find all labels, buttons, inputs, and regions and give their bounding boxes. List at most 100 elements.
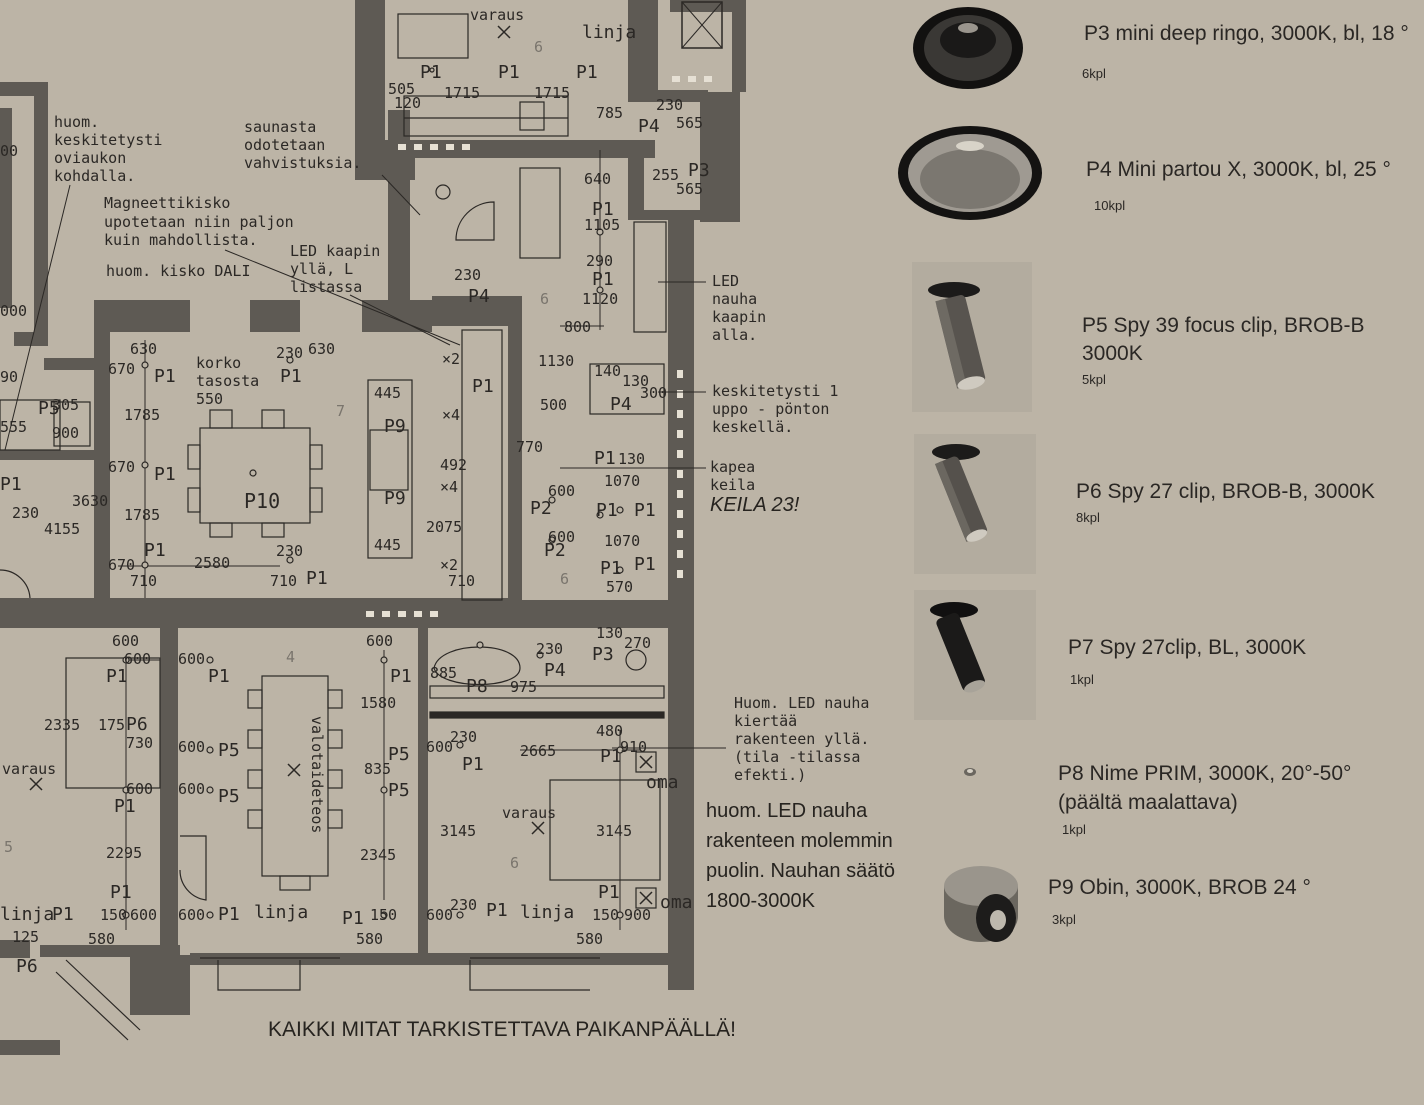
svg-text:125: 125 — [12, 928, 39, 946]
legend-item-p6: P6 Spy 27 clip, BROB-B, 3000K 8kpl — [900, 434, 1424, 574]
svg-text:670: 670 — [108, 556, 135, 574]
note-korko-2: 550 — [196, 390, 223, 408]
svg-text:×4: ×4 — [440, 478, 458, 496]
note-uppo-2: keskellä. — [712, 418, 793, 436]
svg-text:P1: P1 — [154, 366, 176, 387]
svg-text:P8: P8 — [466, 676, 488, 697]
svg-text:3145: 3145 — [596, 822, 632, 840]
footer-note: KAIKKI MITAT TARKISTETTAVA PAIKANPÄÄLLÄ! — [268, 1018, 736, 1041]
svg-text:00: 00 — [0, 142, 18, 160]
svg-text:600: 600 — [178, 738, 205, 756]
svg-text:6: 6 — [540, 290, 549, 308]
svg-text:P1: P1 — [498, 62, 520, 83]
svg-text:670: 670 — [108, 360, 135, 378]
note-keskitetysti-0: huom. — [54, 113, 99, 131]
legend-name-p5-line1: P5 Spy 39 focus clip, BROB-B — [1082, 314, 1365, 337]
svg-text:P2: P2 — [530, 498, 552, 519]
svg-text:565: 565 — [676, 180, 703, 198]
svg-text:130: 130 — [618, 450, 645, 468]
legend-qty-p9: 3kpl — [1052, 912, 1076, 927]
svg-text:P1: P1 — [52, 904, 74, 925]
note-keskitetysti-1: keskitetysti — [54, 131, 162, 149]
legend-item-p5: P5 Spy 39 focus clip, BROB-B 3000K 5kpl — [900, 262, 1424, 422]
svg-text:230: 230 — [276, 344, 303, 362]
note-saunasta-0: saunasta — [244, 118, 316, 136]
spot-cylinder-icon — [912, 262, 1032, 412]
legend-item-p9: P9 Obin, 3000K, BROB 24 ° 3kpl — [900, 856, 1424, 956]
note-uppo-0: keskitetysti 1 — [712, 382, 838, 400]
legend-qty-p6: 8kpl — [1076, 510, 1100, 525]
svg-text:P9: P9 — [384, 416, 406, 437]
svg-text:640: 640 — [584, 170, 611, 188]
note-kapea-0: kapea — [710, 458, 755, 476]
keila-note: KEILA 23! — [710, 494, 800, 516]
svg-text:P1: P1 — [342, 908, 364, 929]
svg-text:P1: P1 — [592, 269, 614, 290]
svg-text:492: 492 — [440, 456, 467, 474]
svg-text:1070: 1070 — [604, 532, 640, 550]
svg-text:P1: P1 — [598, 882, 620, 903]
svg-text:570: 570 — [606, 578, 633, 596]
note-linja-bed: linja — [520, 902, 574, 923]
note-led-nauha-1: nauha — [712, 290, 757, 308]
svg-text:P1: P1 — [306, 568, 328, 589]
svg-text:480: 480 — [596, 722, 623, 740]
svg-text:P5: P5 — [388, 780, 410, 801]
svg-text:3145: 3145 — [440, 822, 476, 840]
svg-text:P1: P1 — [114, 796, 136, 817]
window-marks — [366, 76, 712, 617]
svg-text:600: 600 — [426, 906, 453, 924]
svg-text:P3: P3 — [592, 644, 614, 665]
svg-text:500: 500 — [540, 396, 567, 414]
note-kiertaa-3: (tila -tilassa — [734, 748, 860, 766]
svg-text:1120: 1120 — [582, 290, 618, 308]
svg-text:4: 4 — [286, 648, 295, 666]
svg-text:255: 255 — [652, 166, 679, 184]
svg-text:P1: P1 — [420, 62, 442, 83]
svg-text:140: 140 — [594, 362, 621, 380]
svg-text:P1: P1 — [280, 366, 302, 387]
legend-name-p6: P6 Spy 27 clip, BROB-B, 3000K — [1076, 480, 1375, 503]
svg-text:445: 445 — [374, 384, 401, 402]
svg-text:900: 900 — [624, 906, 651, 924]
svg-text:P1: P1 — [596, 500, 618, 521]
svg-text:5: 5 — [4, 838, 13, 856]
note-korko-0: korko — [196, 354, 241, 372]
legend-item-p4: P4 Mini partou X, 3000K, bl, 25 ° 10kpl — [898, 120, 1424, 230]
svg-text:×4: ×4 — [442, 406, 460, 424]
svg-text:230: 230 — [454, 266, 481, 284]
legend-name-p3: P3 mini deep ringo, 3000K, bl, 18 ° — [1084, 22, 1409, 45]
legend-qty-p8: 1kpl — [1062, 822, 1086, 837]
spot-black-icon — [914, 590, 1036, 720]
legend-item-p3: P3 mini deep ringo, 3000K, bl, 18 ° 6kpl — [900, 0, 1424, 110]
legend-item-p7: P7 Spy 27clip, BL, 3000K 1kpl — [900, 590, 1424, 720]
note-oma-2: oma — [660, 892, 693, 913]
svg-text:P1: P1 — [592, 199, 614, 220]
legend-qty-p4: 10kpl — [1094, 198, 1126, 213]
svg-text:P1: P1 — [390, 666, 412, 687]
mini-dot-icon — [964, 768, 976, 776]
svg-text:000: 000 — [0, 302, 27, 320]
svg-text:710: 710 — [130, 572, 157, 590]
note-saunasta-2: vahvistuksia. — [244, 154, 361, 172]
note-magneetti-2: kuin mahdollista. — [104, 231, 258, 249]
svg-text:P5: P5 — [38, 398, 60, 419]
svg-text:P1: P1 — [110, 882, 132, 903]
note-led-nauha-3: alla. — [712, 326, 757, 344]
svg-text:230: 230 — [12, 504, 39, 522]
svg-text:230: 230 — [536, 640, 563, 658]
svg-text:1785: 1785 — [124, 406, 160, 424]
svg-text:2665: 2665 — [520, 742, 556, 760]
svg-text:P1: P1 — [106, 666, 128, 687]
svg-text:555: 555 — [0, 418, 27, 436]
svg-text:710: 710 — [448, 572, 475, 590]
svg-text:×2: ×2 — [442, 350, 460, 368]
svg-text:P1: P1 — [634, 554, 656, 575]
svg-text:P3: P3 — [688, 160, 710, 181]
svg-text:P1: P1 — [600, 746, 622, 767]
svg-text:600: 600 — [178, 650, 205, 668]
svg-text:1580: 1580 — [360, 694, 396, 712]
svg-text:305: 305 — [52, 396, 79, 414]
svg-text:1785: 1785 — [124, 506, 160, 524]
